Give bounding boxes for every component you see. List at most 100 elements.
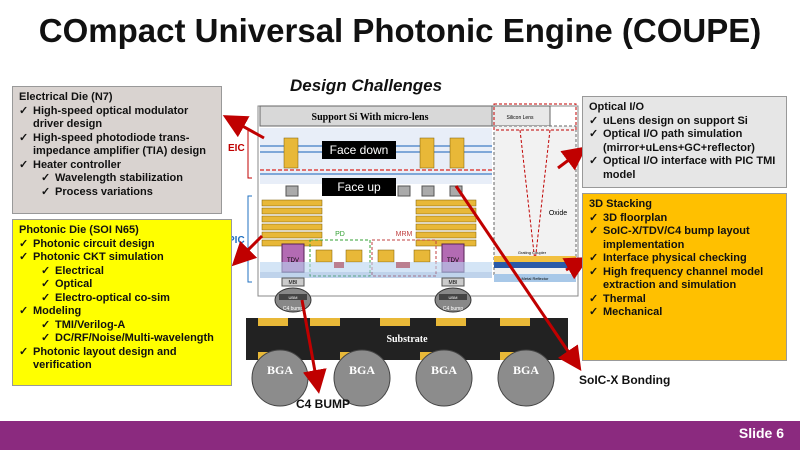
check-icon: ✓ — [41, 172, 51, 184]
c4-bump-right-label: C4 bump — [443, 306, 464, 312]
silicon-lens-label: Silicon Lens — [507, 115, 534, 121]
list-item: ✓ High frequency channel model extraction… — [589, 266, 780, 293]
photonic-die-panel: Photonic Die (SOI N65) ✓Photonic circuit… — [12, 219, 232, 386]
list-item-text: High frequency channel model extraction … — [603, 265, 764, 292]
list-item-text: Wavelength stabilization — [55, 172, 183, 184]
list-item-text: SoIC-X/TDV/C4 bump layout implementation — [603, 225, 750, 251]
pic-label: PIC — [228, 235, 245, 246]
list-item-text: DC/RF/Noise/Multi-wavelength — [55, 332, 214, 344]
list-item-text: TMI/Verilog-A — [55, 318, 126, 331]
pic-bracket — [247, 195, 252, 283]
support-si-label: Support Si With micro-lens — [312, 112, 429, 123]
list-item: ✓Optical I/O path simulation (mirror+uLe… — [589, 128, 780, 155]
list-item: ✓ uLens design on support Si — [589, 115, 780, 129]
mbi-left-label: MBI — [289, 280, 298, 286]
check-icon: ✓ — [589, 306, 599, 318]
bga-label-3: BGA — [431, 363, 457, 377]
list-item-text: Mechanical — [603, 306, 663, 318]
ubm-left-label: UBM — [289, 295, 298, 300]
list-item: ✓TMI/Verilog-A — [19, 319, 225, 333]
list-item-text: 3D floorplan — [603, 211, 668, 224]
list-item: ✓ Mechanical — [589, 306, 780, 320]
metal-reflector — [494, 274, 576, 282]
3d-stacking-heading: 3D Stacking — [589, 198, 652, 210]
eic-bracket — [247, 129, 252, 179]
face-up-label-bg — [322, 178, 396, 196]
check-icon: ✓ — [19, 104, 29, 117]
list-item-text: Electrical — [55, 264, 104, 277]
arrow-optical-io — [557, 146, 587, 171]
tdv-right-label: TDV — [447, 258, 459, 264]
check-icon: ✓ — [589, 128, 599, 140]
list-item: ✓ SoIC-X/TDV/C4 bump layout implementatio… — [589, 225, 780, 252]
check-icon: ✓ — [41, 185, 51, 198]
face-down-label: Face down — [330, 143, 389, 157]
photonic-die-list: ✓Photonic circuit design✓Photonic CKT si… — [19, 238, 225, 373]
list-item: ✓ Wavelength stabilization — [19, 172, 215, 186]
check-icon: ✓ — [19, 345, 29, 358]
list-item-text: High-speed photodiode trans-impedance am… — [33, 131, 206, 158]
electrical-die-panel: Electrical Die (N7) ✓High-speed optical … — [12, 86, 222, 214]
slide-number: Slide 6 — [738, 425, 784, 441]
list-item: ✓Electrical — [19, 265, 225, 279]
list-item-text: Optical I/O interface with PIC TMI model — [603, 155, 776, 181]
face-up-label: Face up — [337, 180, 381, 194]
check-icon: ✓ — [589, 252, 599, 264]
3d-stacking-panel: 3D Stacking ✓ 3D floorplan ✓ SoIC-X/TDV/C4 … — [582, 193, 787, 361]
list-item: ✓Optical — [19, 278, 225, 292]
list-item: ✓Photonic circuit design — [19, 238, 225, 252]
list-item-text: Modeling — [33, 305, 82, 317]
list-item-text: Electro-optical co-sim — [55, 291, 170, 304]
optical-io-panel: Optical I/O ✓uLens design on support Si✓… — [582, 96, 787, 188]
list-item-text: Process variations — [55, 185, 153, 198]
oxide-label: Oxide — [549, 210, 567, 217]
metal-reflector-label: Metal Reflector — [522, 276, 550, 281]
check-icon: ✓ — [589, 292, 599, 305]
check-icon: ✓ — [19, 305, 29, 317]
check-icon: ✓ — [589, 225, 599, 237]
slide-subtitle: Design Challenges — [290, 76, 443, 95]
face-down-label-bg — [322, 141, 396, 159]
mrm-label: MRM — [396, 231, 413, 238]
list-item: ✓Photonic layout design and verification — [19, 346, 225, 373]
list-item: ✓Heater controller — [19, 159, 215, 173]
list-item: ✓ Process variations — [19, 186, 215, 200]
list-item-text: Optical — [55, 278, 93, 290]
arrow-photonic-die — [231, 234, 264, 267]
optical-io-heading: Optical I/O — [589, 101, 645, 113]
check-icon: ✓ — [41, 332, 51, 344]
electrical-die-list: ✓High-speed optical modulator driver des… — [19, 105, 215, 200]
substrate-label: Substrate — [386, 334, 428, 345]
list-item: ✓ High-speed photodiode trans-impedance a… — [19, 132, 215, 159]
footer-bar — [0, 421, 800, 450]
check-icon: ✓ — [41, 291, 51, 304]
grating-coupler — [494, 256, 576, 262]
list-item-text: Photonic CKT simulation — [33, 251, 164, 263]
check-icon: ✓ — [19, 131, 29, 144]
list-item: ✓High-speed optical modulator driver des… — [19, 105, 215, 132]
c4-bump-left-label: C4 bump — [283, 306, 304, 312]
callout-arrows — [222, 115, 590, 394]
c4-bump-callout-label: C4 BUMP — [296, 397, 351, 411]
list-item-text: Photonic circuit design — [33, 237, 155, 250]
check-icon: ✓ — [589, 265, 599, 278]
list-item: ✓ Photonic CKT simulation — [19, 251, 225, 265]
check-icon: ✓ — [589, 211, 599, 224]
bga-label-4: BGA — [513, 363, 539, 377]
tdv-left-label: TDV — [287, 258, 299, 264]
3d-stacking-list: ✓ 3D floorplan ✓ SoIC-X/TDV/C4 bump layout … — [589, 212, 780, 320]
check-icon: ✓ — [589, 114, 599, 127]
arrow-electrical-die — [222, 115, 265, 140]
check-icon: ✓ — [19, 251, 29, 263]
soic-bonding-callout-label: SoIC-X Bonding — [579, 373, 671, 387]
list-item-text: uLens design on support Si — [603, 114, 748, 127]
check-icon: ✓ — [589, 155, 599, 167]
list-item-text: Interface physical checking — [603, 252, 747, 264]
mbi-right-label: MBI — [449, 280, 458, 286]
bga-label-2: BGA — [349, 363, 375, 377]
optical-io-box — [493, 103, 577, 131]
arrow-3d-stacking — [562, 257, 590, 280]
photonic-die-heading: Photonic Die (SOI N65) — [19, 224, 139, 236]
arrow-c4-bump — [300, 299, 327, 394]
